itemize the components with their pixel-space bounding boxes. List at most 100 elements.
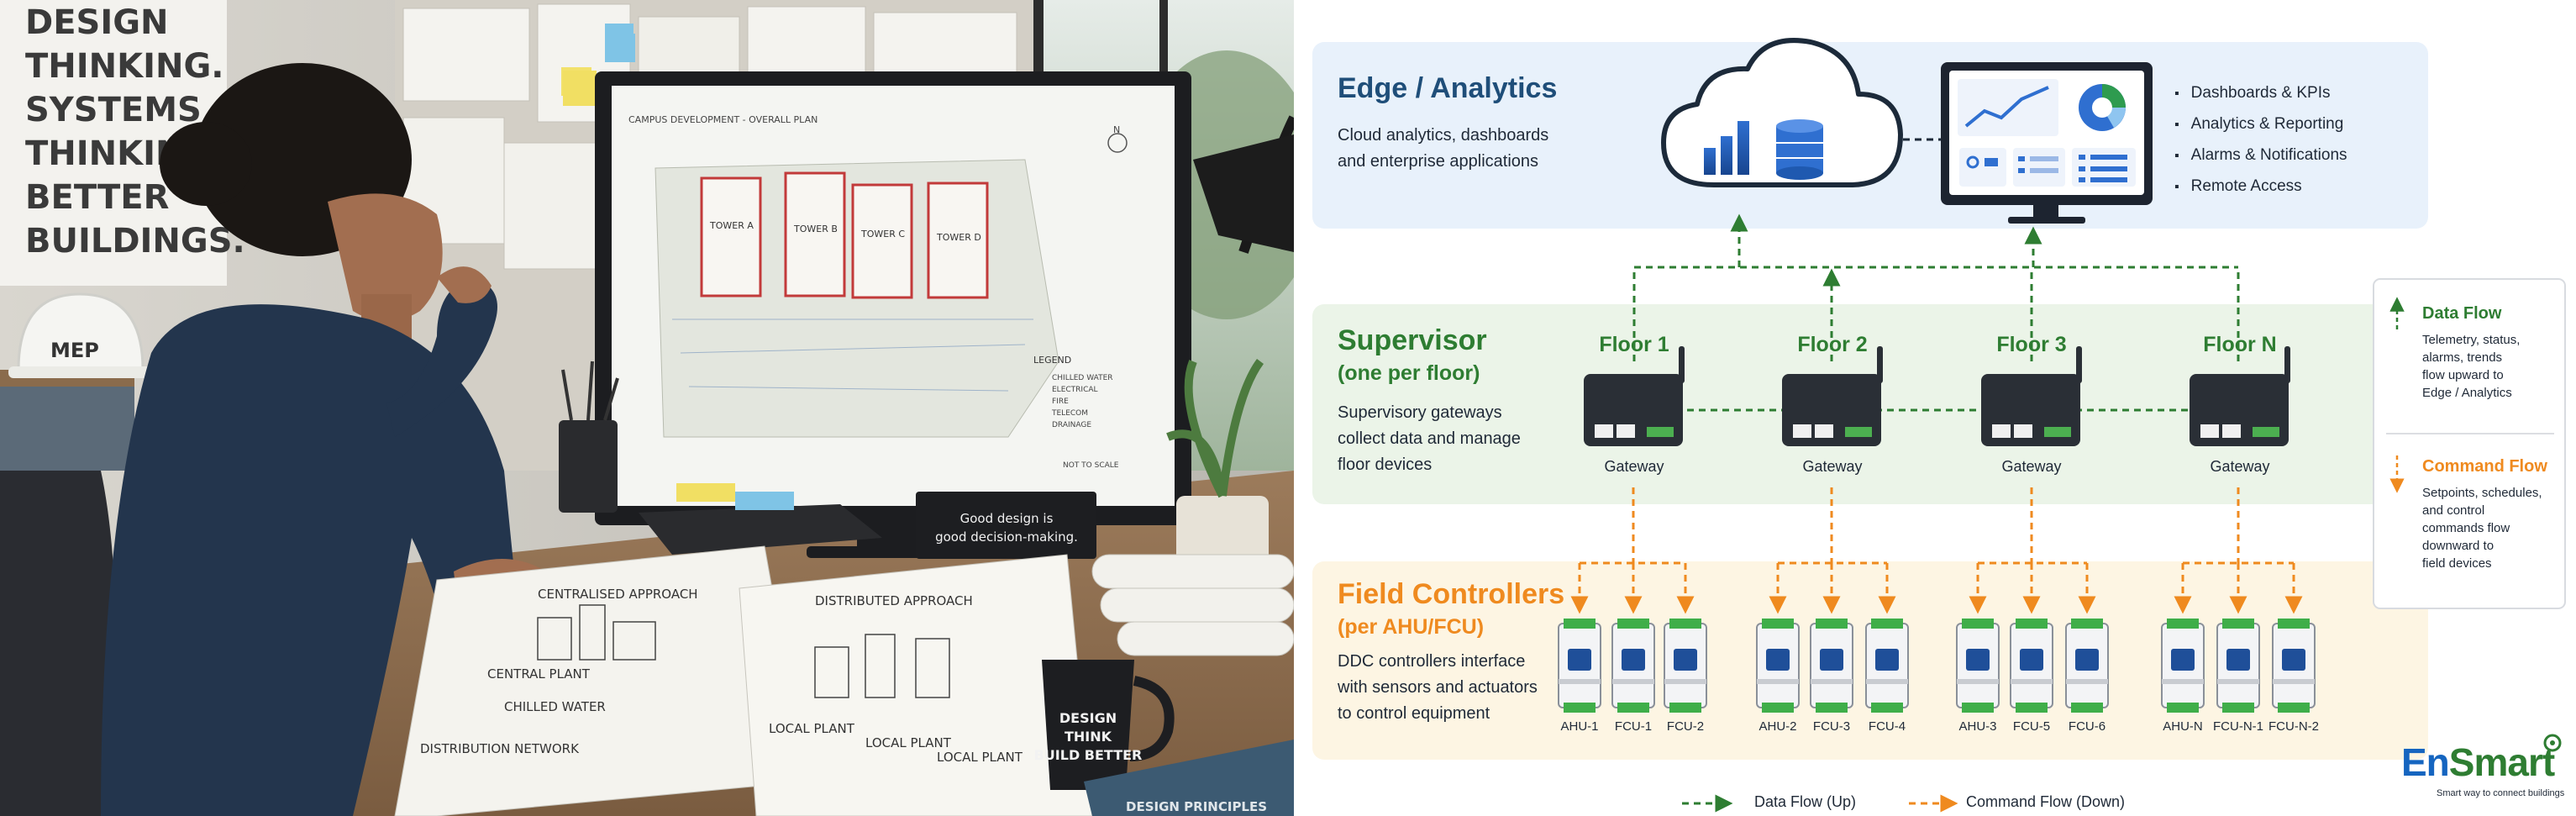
command-flow-title: Command Flow bbox=[2422, 457, 2547, 476]
sketch-left-label: DISTRIBUTION NETWORK bbox=[420, 741, 580, 756]
poster-line-5: BETTER bbox=[25, 178, 169, 217]
office-photo: DESIGN THINKING. SYSTEMS THINKING. BETTE… bbox=[0, 0, 1294, 816]
sketch-left-label: CHILLED WATER bbox=[504, 699, 606, 714]
architecture-diagram: Edge / Analytics Cloud analytics, dashbo… bbox=[1294, 0, 2576, 816]
gateway-label: Gateway bbox=[1802, 458, 1863, 475]
device-label: AHU-3 bbox=[1958, 719, 1997, 734]
gateway-icon bbox=[1782, 346, 1883, 446]
device-label: AHU-2 bbox=[1759, 719, 1797, 734]
plan-legend-item: TELECOM bbox=[1051, 409, 1088, 418]
plan-legend-title: LEGEND bbox=[1033, 355, 1071, 366]
ddc-controller-icon bbox=[1865, 619, 1909, 713]
list-icon bbox=[2013, 148, 2065, 187]
tower-b: TOWER B bbox=[793, 224, 838, 234]
brand-name-part-2: Smart bbox=[2448, 740, 2555, 784]
ddc-controller-icon bbox=[1664, 619, 1707, 713]
edge-description: Cloud analytics, dashboards and enterpri… bbox=[1338, 126, 1549, 171]
diagram-graphics bbox=[1312, 38, 2566, 813]
sketch-left-title: CENTRALISED APPROACH bbox=[538, 587, 698, 602]
supervisor-subtitle: (one per floor) bbox=[1338, 361, 1480, 385]
command-flow-lines bbox=[1570, 487, 2303, 614]
device-label: AHU-1 bbox=[1560, 719, 1599, 734]
poster-line-2: THINKING. bbox=[25, 47, 224, 86]
floor-3-label: Floor 3 bbox=[1996, 333, 2067, 356]
feature-item: Analytics & Reporting bbox=[2174, 108, 2347, 140]
ddc-controller-icon bbox=[2272, 619, 2316, 713]
device-label: FCU-4 bbox=[1868, 719, 1906, 734]
poster-line-6: BUILDINGS. bbox=[25, 222, 245, 261]
ddc-controller-icon bbox=[1558, 619, 1601, 713]
database-icon bbox=[1776, 119, 1823, 180]
data-flow-up-label: Data Flow (Up) bbox=[1754, 793, 1857, 810]
gateway-icon bbox=[1584, 346, 1685, 446]
poster-line-1: DESIGN bbox=[25, 3, 169, 42]
plan-legend-item: FIRE bbox=[1052, 397, 1069, 406]
tower-a: TOWER A bbox=[709, 220, 754, 231]
feature-item: Alarms & Notifications bbox=[2174, 140, 2347, 171]
plan-title: CAMPUS DEVELOPMENT - OVERALL PLAN bbox=[628, 114, 817, 125]
floor-2-label: Floor 2 bbox=[1797, 333, 1868, 356]
brand-logo-icon bbox=[2543, 734, 2562, 752]
desk-sign-line-1: Good design is bbox=[960, 511, 1054, 526]
field-subtitle: (per AHU/FCU) bbox=[1338, 615, 1485, 639]
edge-title: Edge / Analytics bbox=[1338, 72, 1558, 104]
helmet-label: MEP bbox=[50, 339, 99, 362]
gateway-label: Gateway bbox=[1604, 458, 1664, 475]
ddc-controller-icon bbox=[2216, 619, 2260, 713]
gateway-icon bbox=[1981, 346, 2082, 446]
sketch-left-label: CENTRAL PLANT bbox=[487, 666, 591, 682]
plan-legend-item: DRAINAGE bbox=[1052, 421, 1091, 429]
cloud-icon bbox=[1661, 38, 1903, 187]
supervisor-description: Supervisory gateways collect data and ma… bbox=[1338, 403, 1521, 474]
floor-1-label: Floor 1 bbox=[1599, 333, 1669, 356]
device-label: FCU-1 bbox=[1614, 719, 1653, 734]
device-label: FCU-2 bbox=[1666, 719, 1705, 734]
sketch-right-label: LOCAL PLANT bbox=[769, 721, 855, 736]
ddc-controller-icon bbox=[1956, 619, 2000, 713]
plan-legend-item: CHILLED WATER bbox=[1052, 374, 1113, 382]
bar-icon bbox=[1704, 148, 1716, 175]
not-to-scale: NOT TO SCALE bbox=[1063, 461, 1119, 470]
command-flow-down-label: Command Flow (Down) bbox=[1966, 793, 2126, 810]
floor-n-label: Floor N bbox=[2203, 333, 2277, 356]
sketch-right-label: LOCAL PLANT bbox=[937, 750, 1023, 765]
sketch-right-title: DISTRIBUTED APPROACH bbox=[815, 593, 973, 608]
desk-sign-line-2: good decision-making. bbox=[935, 529, 1078, 545]
ddc-controller-icon bbox=[2161, 619, 2205, 713]
plan-legend-item: ELECTRICAL bbox=[1052, 386, 1098, 394]
field-description: DDC controllers interface with sensors a… bbox=[1338, 652, 1538, 723]
data-flow-title: Data Flow bbox=[2422, 304, 2502, 323]
mug-line-2: THINK bbox=[1065, 729, 1112, 745]
flow-legend-box bbox=[2373, 278, 2566, 609]
dashboard-monitor-icon bbox=[1941, 62, 2153, 224]
device-label: FCU-N-1 bbox=[2213, 719, 2263, 734]
brand-tagline: Smart way to connect buildings bbox=[2437, 788, 2565, 798]
feature-item: Dashboards & KPIs bbox=[2174, 77, 2347, 108]
mug-line-3: BUILD BETTER bbox=[1034, 747, 1143, 763]
device-label: FCU-N-2 bbox=[2268, 719, 2319, 734]
supervisor-title: Supervisor bbox=[1338, 324, 1487, 356]
gateway-icon bbox=[2190, 346, 2290, 446]
mug-line-1: DESIGN bbox=[1059, 710, 1117, 726]
edge-feature-list: Dashboards & KPIs Analytics & Reporting … bbox=[2174, 77, 2347, 202]
device-label: FCU-6 bbox=[2068, 719, 2106, 734]
sketch-right-label: LOCAL PLANT bbox=[865, 735, 952, 750]
ddc-controller-icon bbox=[1756, 619, 1800, 713]
device-label: AHU-N bbox=[2163, 719, 2203, 734]
tower-d: TOWER D bbox=[936, 232, 981, 243]
data-flow-lines bbox=[1632, 213, 2240, 361]
ddc-controller-icon bbox=[1810, 619, 1853, 713]
ddc-controller-icon bbox=[2065, 619, 2109, 713]
brand-name: EnSmart bbox=[2401, 740, 2555, 785]
device-label: FCU-5 bbox=[2012, 719, 2051, 734]
controllers-group bbox=[1558, 619, 2316, 713]
feature-item: Remote Access bbox=[2174, 171, 2347, 202]
ddc-controller-icon bbox=[1611, 619, 1655, 713]
data-flow-description: Telemetry, status, alarms, trends flow u… bbox=[2422, 333, 2521, 400]
line-chart-icon bbox=[1958, 79, 2058, 136]
field-title: Field Controllers bbox=[1338, 578, 1565, 610]
gateway-label: Gateway bbox=[2210, 458, 2270, 475]
book-title: DESIGN PRINCIPLES bbox=[1126, 799, 1267, 814]
poster-line-3: SYSTEMS bbox=[25, 91, 202, 129]
brand-name-part-1: En bbox=[2401, 740, 2450, 784]
